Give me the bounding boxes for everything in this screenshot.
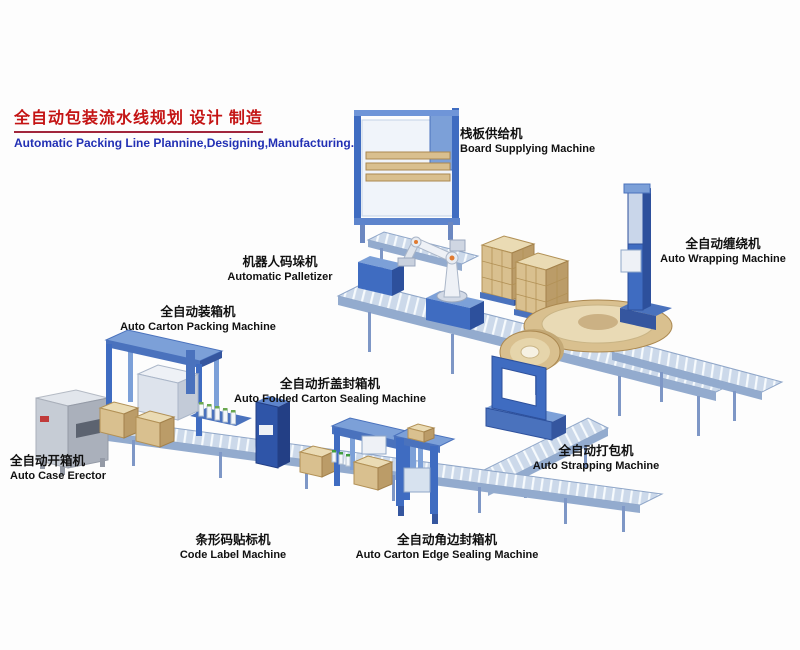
carton-box-graphic (352, 455, 394, 491)
carton-box-graphic (298, 445, 337, 478)
label-automatic-palletizer: 机器人码垛机 Automatic Palletizer (200, 254, 360, 285)
board-supplying-machine-graphic (354, 108, 460, 243)
label-zh: 全自动折盖封箱机 (279, 377, 380, 391)
label-en: Auto Strapping Machine (532, 460, 660, 473)
robot-palletizer-graphic (397, 236, 484, 330)
control-cabinet-graphic (358, 256, 404, 296)
label-en: Automatic Palletizer (227, 271, 333, 284)
exit-conveyor-graphic (610, 341, 784, 421)
label-en: Auto Carton Packing Machine (120, 321, 276, 334)
label-board-supplying-machine: 栈板供给机 Board Supplying Machine (460, 126, 635, 157)
label-auto-carton-packing-machine: 全自动装箱机 Auto Carton Packing Machine (118, 304, 278, 335)
case-erector-graphic (35, 389, 109, 475)
bottles-graphic (331, 450, 351, 467)
label-en: Auto Carton Edge Sealing Machine (355, 549, 539, 562)
label-en: Auto Wrapping Machine (660, 253, 786, 266)
label-en: Auto Case Erector (10, 470, 106, 483)
label-auto-carton-edge-sealing-machine: 全自动角边封箱机 Auto Carton Edge Sealing Machin… (352, 532, 542, 563)
carton-box-graphic (98, 401, 176, 448)
label-auto-case-erector: 全自动开箱机 Auto Case Erector (10, 453, 130, 484)
label-zh: 全自动角边封箱机 (396, 533, 497, 547)
label-zh: 全自动装箱机 (160, 305, 236, 319)
title-english: Automatic Packing Line Plannine,Designin… (14, 136, 355, 150)
strapping-machine-graphic (485, 355, 566, 441)
label-auto-strapping-machine: 全自动打包机 Auto Strapping Machine (518, 443, 674, 474)
code-label-machine-graphic (255, 396, 290, 469)
label-code-label-machine: 条形码贴标机 Code Label Machine (168, 532, 298, 563)
label-en: Auto Folded Carton Sealing Machine (234, 393, 426, 406)
edge-sealing-machine-graphic (392, 423, 456, 524)
pallet-stack-graphic (480, 235, 570, 323)
label-auto-wrapping-machine: 全自动缠绕机 Auto Wrapping Machine (648, 236, 798, 267)
label-en: Board Supplying Machine (460, 143, 596, 156)
label-zh: 全自动打包机 (558, 444, 634, 458)
wrapping-machine-graphic (523, 183, 673, 353)
diagram-title: 全自动包装流水线规划 设计 制造 Automatic Packing Line … (14, 104, 354, 150)
title-chinese: 全自动包装流水线规划 设计 制造 (14, 104, 263, 133)
carton-packing-machine-graphic (98, 329, 252, 448)
label-zh: 条形码贴标机 (195, 533, 271, 547)
label-en: Code Label Machine (179, 549, 287, 562)
label-auto-folded-carton-sealing-machine: 全自动折盖封箱机 Auto Folded Carton Sealing Mach… (232, 376, 428, 407)
label-zh: 栈板供给机 (460, 127, 523, 141)
label-zh: 机器人码垛机 (242, 255, 318, 269)
bottles-graphic (198, 402, 236, 425)
label-zh: 全自动开箱机 (10, 454, 86, 468)
label-zh: 全自动缠绕机 (685, 237, 761, 251)
